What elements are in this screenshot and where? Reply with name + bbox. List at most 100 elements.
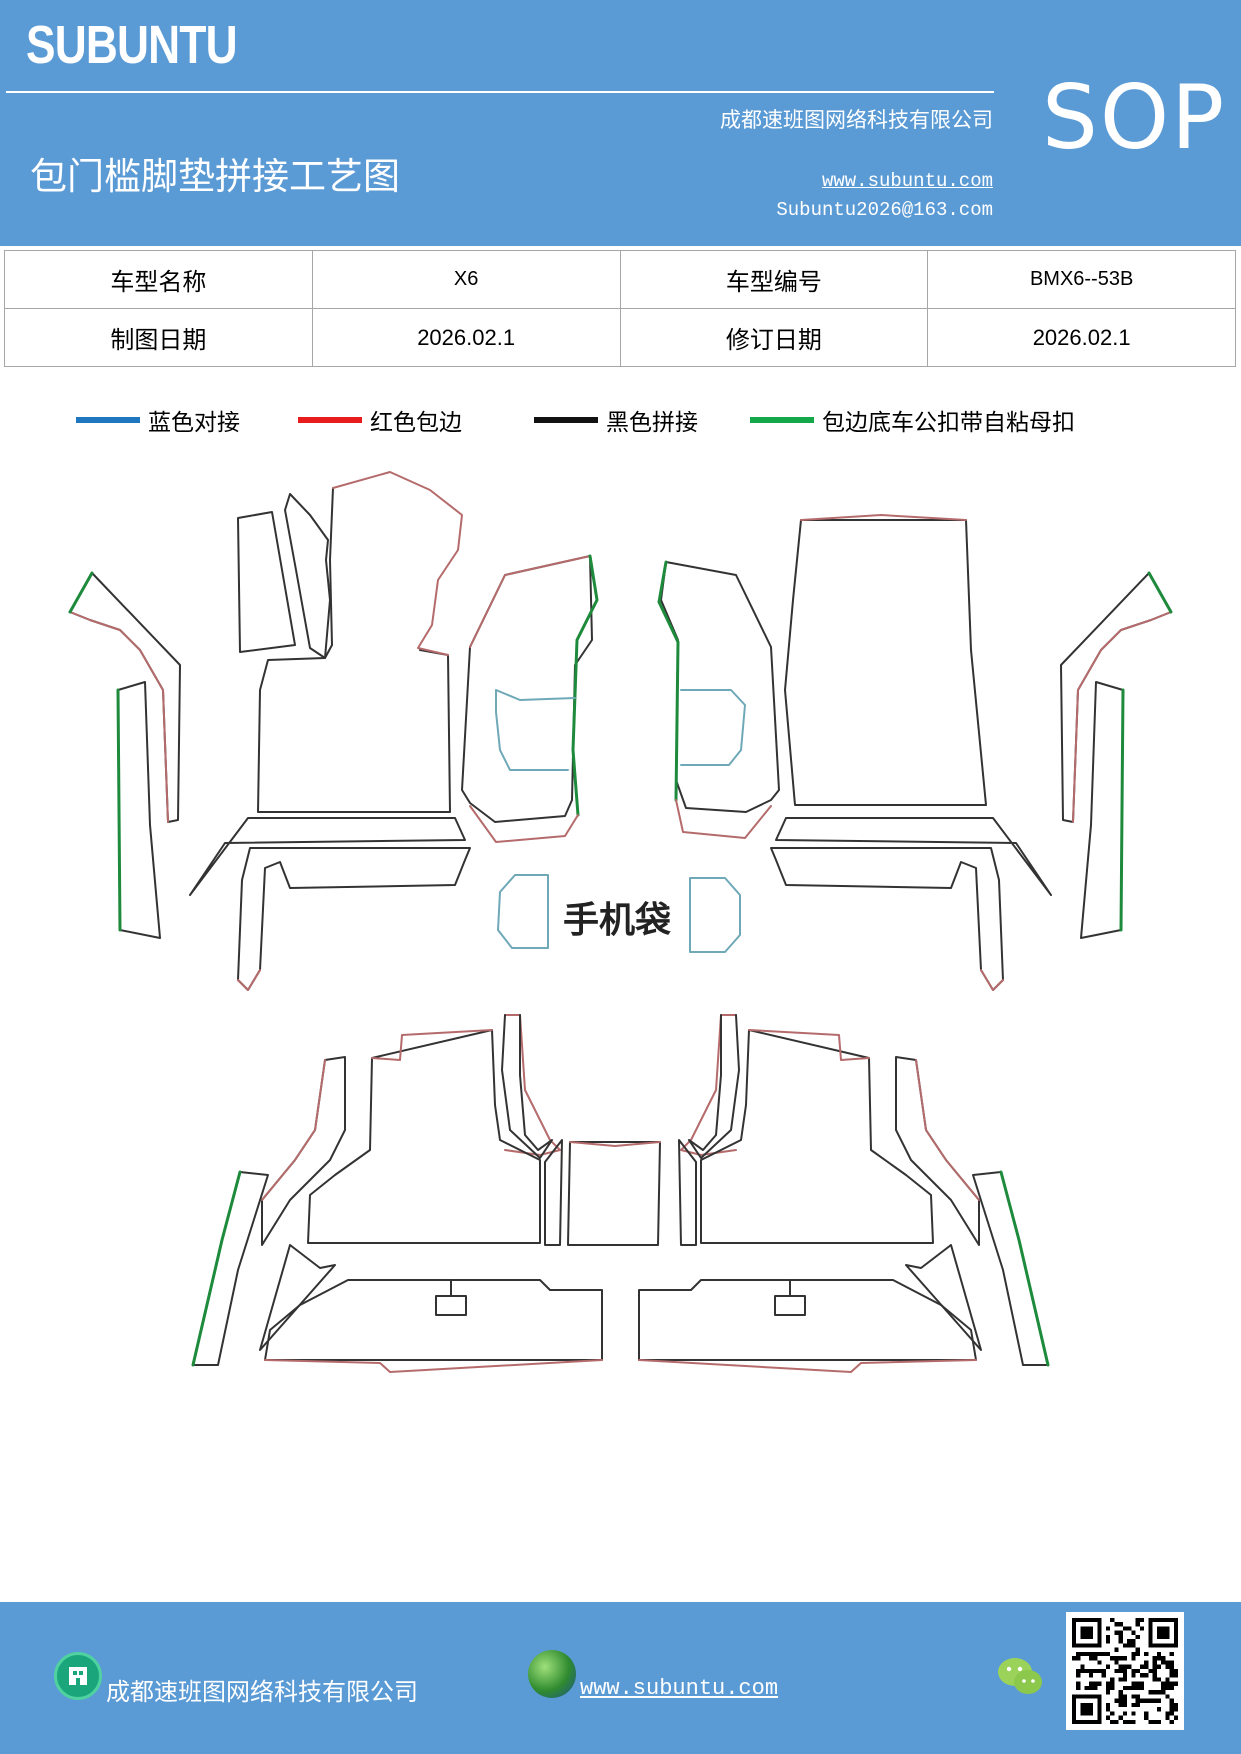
mat-edge — [1072, 611, 1172, 823]
legend-item-blue: 蓝色对接 — [76, 400, 240, 440]
mat-edge — [469, 805, 579, 843]
globe-icon — [528, 1650, 576, 1698]
mat-piece — [770, 847, 1004, 991]
mat-edge — [1119, 688, 1125, 932]
rear-center-mat — [567, 1141, 661, 1246]
mat-edge — [68, 571, 94, 614]
mat-piece — [688, 1014, 740, 1159]
mat-piece — [189, 817, 466, 896]
mat-piece — [895, 1056, 980, 1246]
mat-piece — [544, 1139, 563, 1246]
phone-pocket-outline — [680, 689, 746, 766]
header-email: Subuntu2026@163.com — [776, 199, 993, 221]
legend-swatch-black — [534, 417, 598, 423]
legend-label: 红色包边 — [370, 410, 462, 436]
mat-piece — [264, 1279, 603, 1361]
mat-edge — [915, 1059, 980, 1201]
mat-piece — [638, 1279, 977, 1361]
table-row: 制图日期 2026.02.1 修订日期 2026.02.1 — [4, 308, 1236, 367]
mat-piece — [257, 487, 451, 813]
qr-code-icon — [1066, 1612, 1184, 1730]
mat-edge — [638, 1359, 977, 1373]
legend-item-red: 红色包边 — [298, 400, 462, 440]
mat-edge — [69, 611, 169, 823]
legend-item-black: 黑色拼接 — [534, 400, 698, 440]
drawing-date-label: 制图日期 — [4, 308, 313, 367]
brand-logo: SUBUNTU — [26, 15, 238, 75]
model-code-label: 车型编号 — [619, 250, 929, 309]
mat-clip — [435, 1295, 467, 1316]
revision-date-label: 修订日期 — [619, 308, 929, 367]
mat-piece — [307, 1029, 541, 1244]
mat-piece — [284, 493, 331, 659]
table-row: 车型名称 X6 车型编号 BMX6--53B — [4, 250, 1236, 309]
mat-edge — [571, 554, 599, 817]
mat-piece — [905, 1244, 982, 1351]
mat-piece — [1080, 681, 1124, 939]
model-name-label: 车型名称 — [4, 250, 313, 309]
legend-label: 包边底车公扣带自粘母扣 — [822, 410, 1075, 436]
mat-piece — [678, 1139, 697, 1246]
legend-swatch-green — [750, 417, 814, 423]
mat-edge — [675, 799, 772, 839]
mat-piece — [259, 1244, 336, 1351]
mat-edge — [657, 560, 680, 802]
legend-label: 黑色拼接 — [606, 410, 698, 436]
header-banner: SUBUNTU 成都速班图网络科技有限公司 包门槛脚垫拼接工艺图 www.sub… — [0, 0, 1241, 246]
mat-piece — [501, 1014, 553, 1159]
floor-mat-diagram: 手机袋 — [68, 471, 1173, 1373]
mat-piece — [261, 1056, 346, 1246]
header-company: 成都速班图网络科技有限公司 — [720, 108, 993, 132]
sop-label: SOP — [1042, 66, 1227, 169]
footer-company: 成都速班图网络科技有限公司 — [106, 1678, 418, 1706]
mat-piece — [237, 847, 471, 991]
front-right-mat-group — [657, 514, 1173, 991]
rear-left-mat-group — [191, 1014, 661, 1373]
revision-date-value: 2026.02.1 — [927, 308, 1236, 367]
mat-piece — [192, 1171, 269, 1366]
vehicle-info-table: 车型名称 X6 车型编号 BMX6--53B 制图日期 2026.02.1 修订… — [4, 250, 1236, 367]
phone-pocket-label: 手机袋 — [563, 900, 671, 941]
legend-item-green: 包边底车公扣带自粘母扣 — [750, 400, 1075, 440]
mat-edge — [237, 969, 261, 991]
footer-banner: 成都速班图网络科技有限公司 www.subuntu.com — [0, 1602, 1241, 1754]
legend-label: 蓝色对接 — [148, 410, 240, 436]
legend-swatch-red — [298, 417, 362, 423]
mat-edge — [569, 1141, 661, 1147]
mat-clip — [774, 1295, 806, 1316]
mat-edge — [1147, 571, 1173, 614]
header-divider — [6, 91, 994, 93]
mat-edge — [371, 1029, 493, 1061]
mat-piece — [237, 511, 296, 653]
mat-edge — [191, 1170, 242, 1367]
model-name-value: X6 — [311, 250, 621, 309]
document-title: 包门槛脚垫拼接工艺图 — [30, 155, 400, 198]
mat-piece — [117, 681, 161, 939]
legend-swatch-blue — [76, 417, 140, 423]
mat-edge — [748, 1029, 870, 1061]
mat-piece — [461, 555, 593, 823]
mat-edge — [980, 969, 1004, 991]
mat-piece — [972, 1171, 1049, 1366]
mat-edge — [264, 1359, 603, 1373]
phone-pocket-piece-left — [497, 874, 549, 949]
phone-pocket-piece-right — [689, 877, 741, 953]
model-code-value: BMX6--53B — [927, 250, 1236, 309]
phone-pocket-outline — [495, 689, 576, 771]
mat-piece — [700, 1029, 934, 1244]
building-icon — [54, 1652, 102, 1700]
front-left-mat-group — [68, 471, 599, 991]
mat-edge — [261, 1059, 326, 1201]
mat-edge — [116, 688, 122, 932]
mat-edge — [469, 555, 591, 648]
drawing-date-value: 2026.02.1 — [311, 308, 621, 367]
header-website-link[interactable]: www.subuntu.com — [821, 170, 993, 192]
rear-right-mat-group — [638, 1014, 1050, 1373]
wechat-icon[interactable] — [996, 1654, 1044, 1698]
mat-piece — [784, 519, 987, 806]
mat-edge — [999, 1170, 1050, 1367]
mat-piece — [775, 817, 1052, 896]
footer-website-link[interactable]: www.subuntu.com — [580, 1676, 779, 1701]
mat-edge — [800, 514, 967, 521]
mat-edge — [332, 471, 463, 656]
